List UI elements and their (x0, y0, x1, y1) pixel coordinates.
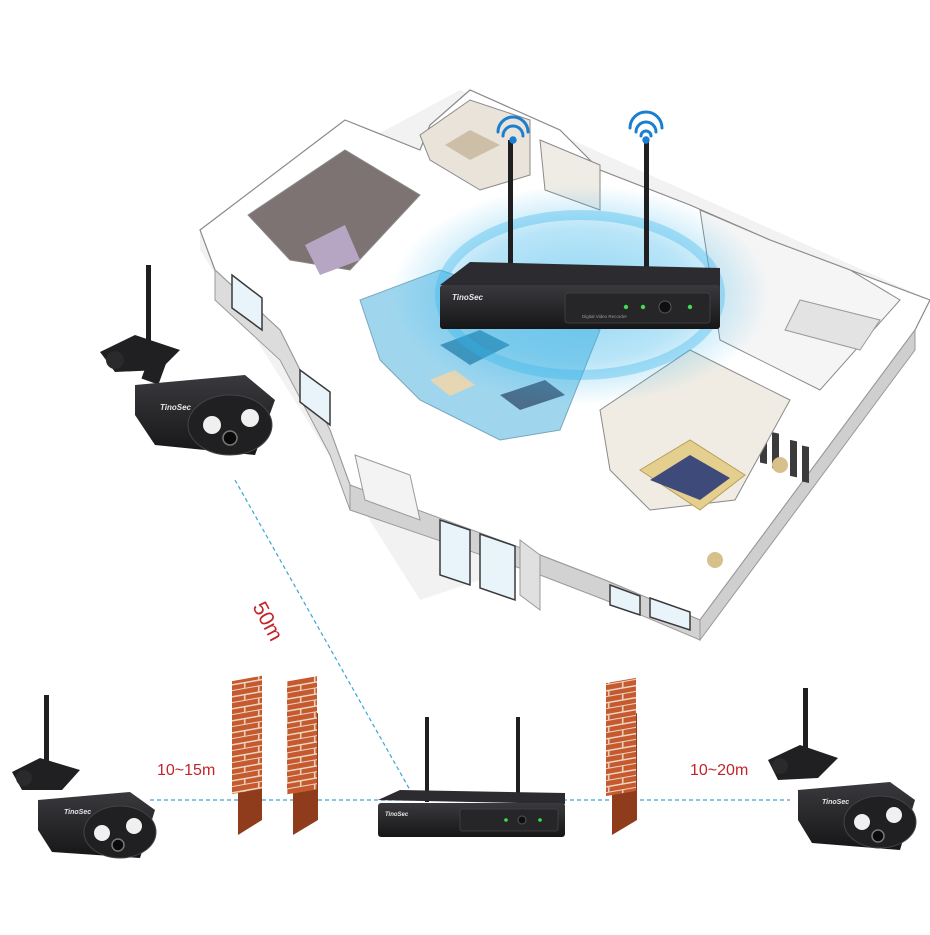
bullet-camera-icon: TinoSec (12, 695, 157, 859)
nvr-logo-top: TinoSec (452, 293, 484, 302)
antenna-left (508, 140, 513, 270)
wifi-icon (496, 115, 530, 144)
antenna-right (644, 140, 649, 270)
distance-label-left: 10~15m (157, 762, 216, 779)
bullet-camera-icon: TinoSec (100, 265, 275, 456)
brick-wall-icon (606, 677, 637, 835)
bullet-camera-icon: TinoSec (768, 688, 917, 850)
brick-wall-icon (232, 675, 262, 835)
camera-logo-topleft: TinoSec (160, 403, 192, 412)
distance-label-right: 10~20m (690, 762, 749, 779)
camera-logo-bottomleft: TinoSec (64, 809, 91, 816)
brick-wall-icon (287, 676, 318, 835)
camera-logo-bottomright: TinoSec (822, 799, 849, 806)
wifi-icon (628, 110, 664, 144)
nvr-caption-top: Digital Video Recorder (582, 314, 627, 319)
nvr-logo-bottom: TinoSec (385, 812, 409, 818)
nvr-recorder-top: TinoSec Digital Video Recorder (440, 140, 720, 329)
link-line-diagonal (234, 479, 411, 791)
nvr-recorder-bottom: TinoSec (378, 717, 565, 837)
